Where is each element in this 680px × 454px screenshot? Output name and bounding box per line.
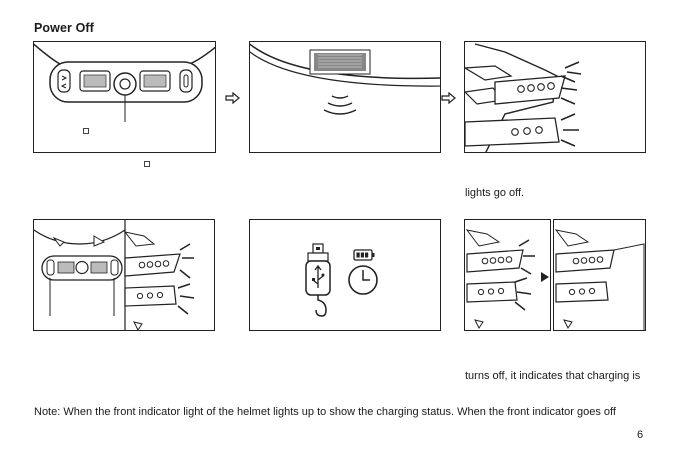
helmet-side-illustration [34, 220, 215, 331]
helmet-lights-on-illustration [465, 220, 551, 331]
charging-note: Note: When the front indicator light of … [34, 406, 616, 418]
charging-icons-panel [249, 219, 441, 331]
placeholder-box-icon [83, 128, 89, 134]
indicator-on-panel [464, 219, 551, 331]
outline-right-arrow-icon [441, 92, 457, 104]
helmet-lights-panel [464, 41, 646, 153]
helmet-buttons-illustration [34, 42, 216, 153]
outline-right-arrow-icon [225, 92, 241, 104]
power-off-button-panel [33, 41, 216, 153]
helmet-lights-illustration [465, 42, 646, 153]
indicator-off-panel [553, 219, 646, 331]
clock-icon [250, 220, 441, 331]
section-title: Power Off [34, 21, 94, 35]
play-triangle-icon [540, 271, 550, 283]
page-number: 6 [637, 429, 643, 441]
charging-button-panel [33, 219, 215, 331]
helmet-lights-off-illustration [554, 220, 646, 331]
helmet-sound-panel [249, 41, 441, 153]
charging-caption: turns off, it indicates that charging is [465, 370, 640, 382]
step3-caption: lights go off. [465, 187, 524, 199]
helmet-sound-illustration [250, 42, 441, 153]
placeholder-box-icon [144, 161, 150, 167]
